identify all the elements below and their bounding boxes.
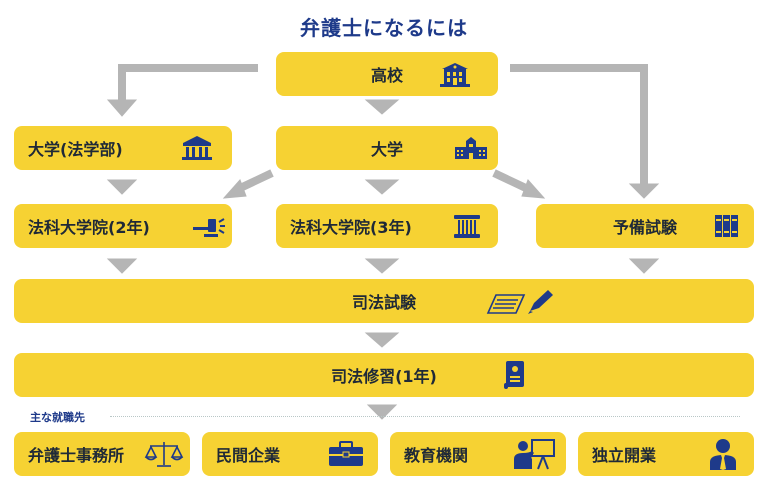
- column-icon: [450, 213, 484, 239]
- arrow-head: [364, 99, 400, 115]
- node-university: 大学: [276, 126, 498, 170]
- node-label: 法科大学院(3年): [290, 218, 412, 237]
- node-label: 司法修習(1年): [331, 367, 437, 386]
- node-legal-training: 司法修習(1年): [14, 353, 754, 397]
- arrow-head: [364, 179, 400, 195]
- career-label: 民間企業: [216, 446, 281, 465]
- arrow-head: [366, 404, 398, 420]
- scales-icon: [144, 439, 184, 469]
- node-law-school-3: 法科大学院(3年): [276, 204, 498, 248]
- university-building-icon: [454, 135, 488, 161]
- briefcase-icon: [326, 439, 366, 469]
- node-high-school: 高校: [276, 52, 498, 96]
- arrow-head: [364, 258, 400, 274]
- arrow-head: [364, 332, 400, 348]
- arrow-to-university-law: [118, 64, 258, 102]
- arrow-head: [628, 183, 660, 199]
- arrow-diag-right: [492, 169, 532, 194]
- node-label: 大学: [370, 140, 403, 159]
- node-label: 高校: [370, 66, 403, 85]
- courthouse-icon: [180, 135, 214, 161]
- career-label: 独立開業: [592, 446, 657, 465]
- books-icon: [710, 213, 744, 239]
- arrow-head: [628, 258, 660, 274]
- node-law-school-2: 法科大学院(2年): [14, 204, 232, 248]
- arrow-head: [521, 179, 546, 199]
- certificate-icon: [498, 359, 534, 391]
- node-preliminary-exam: 予備試験: [536, 204, 754, 248]
- node-university-law: 大学(法学部): [14, 126, 232, 170]
- career-company: 民間企業: [202, 432, 378, 476]
- arrow-head: [222, 179, 247, 199]
- exam-paper-pencil-icon: [484, 286, 564, 316]
- gavel-icon: [192, 213, 226, 239]
- arrow-head: [106, 99, 138, 117]
- school-building-icon: [438, 61, 472, 87]
- career-law-firm: 弁護士事務所: [14, 432, 190, 476]
- section-divider: [110, 416, 740, 417]
- page-title: 弁護士になるには: [300, 16, 468, 40]
- node-label: 大学(法学部): [28, 140, 123, 159]
- business-person-icon: [706, 437, 740, 471]
- career-education: 教育機関: [390, 432, 566, 476]
- teacher-board-icon: [512, 437, 558, 471]
- arrow-head: [106, 179, 138, 195]
- node-label: 法科大学院(2年): [28, 218, 150, 237]
- node-label: 予備試験: [612, 218, 677, 237]
- arrow-head: [106, 258, 138, 274]
- career-label: 教育機関: [404, 446, 469, 465]
- career-independent: 独立開業: [578, 432, 754, 476]
- careers-label: 主な就職先: [30, 411, 85, 424]
- node-label: 司法試験: [351, 293, 416, 312]
- arrow-to-preliminary: [510, 64, 648, 186]
- node-bar-exam: 司法試験: [14, 279, 754, 323]
- career-label: 弁護士事務所: [28, 446, 125, 465]
